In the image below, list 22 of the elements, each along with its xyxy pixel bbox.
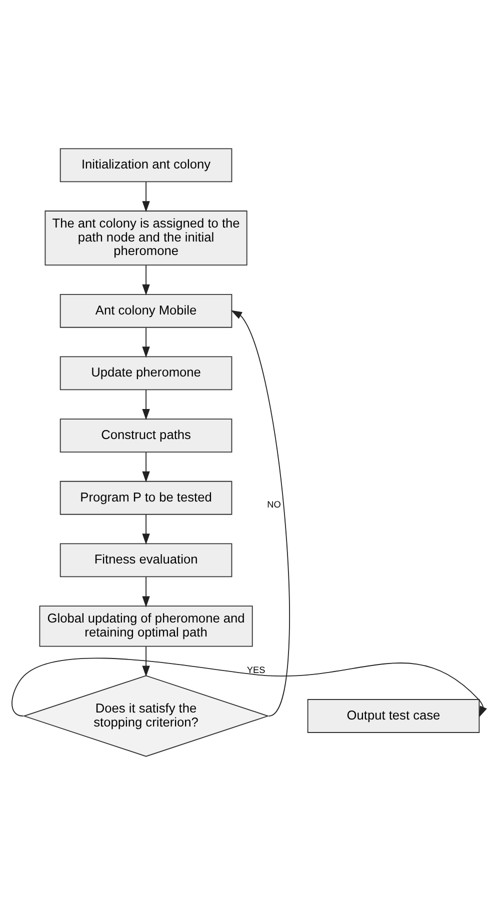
node-diamond: Does it satisfy the stopping criterion? bbox=[22, 675, 270, 757]
node-box: Ant colony Mobile bbox=[60, 294, 232, 328]
node-box: The ant colony is assigned to the path node and the initial pheromone bbox=[44, 210, 248, 266]
arrow bbox=[142, 514, 150, 545]
node-box: Global updating of pheromone and retaining optimal path bbox=[39, 606, 253, 647]
arrow bbox=[142, 327, 150, 358]
node-box: Initialization ant colony bbox=[60, 148, 232, 182]
node-box: Fitness evaluation bbox=[60, 543, 232, 578]
arrow bbox=[230, 310, 290, 716]
arrow bbox=[142, 264, 150, 296]
arrow bbox=[142, 452, 150, 482]
node-box: Construct paths bbox=[60, 418, 232, 452]
arrow bbox=[12, 658, 487, 718]
arrow bbox=[142, 646, 150, 677]
edge-label: NO bbox=[267, 500, 281, 510]
arrow bbox=[142, 390, 150, 420]
node-box: Output test case bbox=[307, 699, 480, 733]
arrow bbox=[142, 576, 150, 608]
arrow bbox=[142, 181, 150, 212]
node-box: Update pheromone bbox=[60, 356, 232, 390]
node-box: Program P to be tested bbox=[60, 480, 232, 515]
edge-label: YES bbox=[246, 664, 266, 675]
